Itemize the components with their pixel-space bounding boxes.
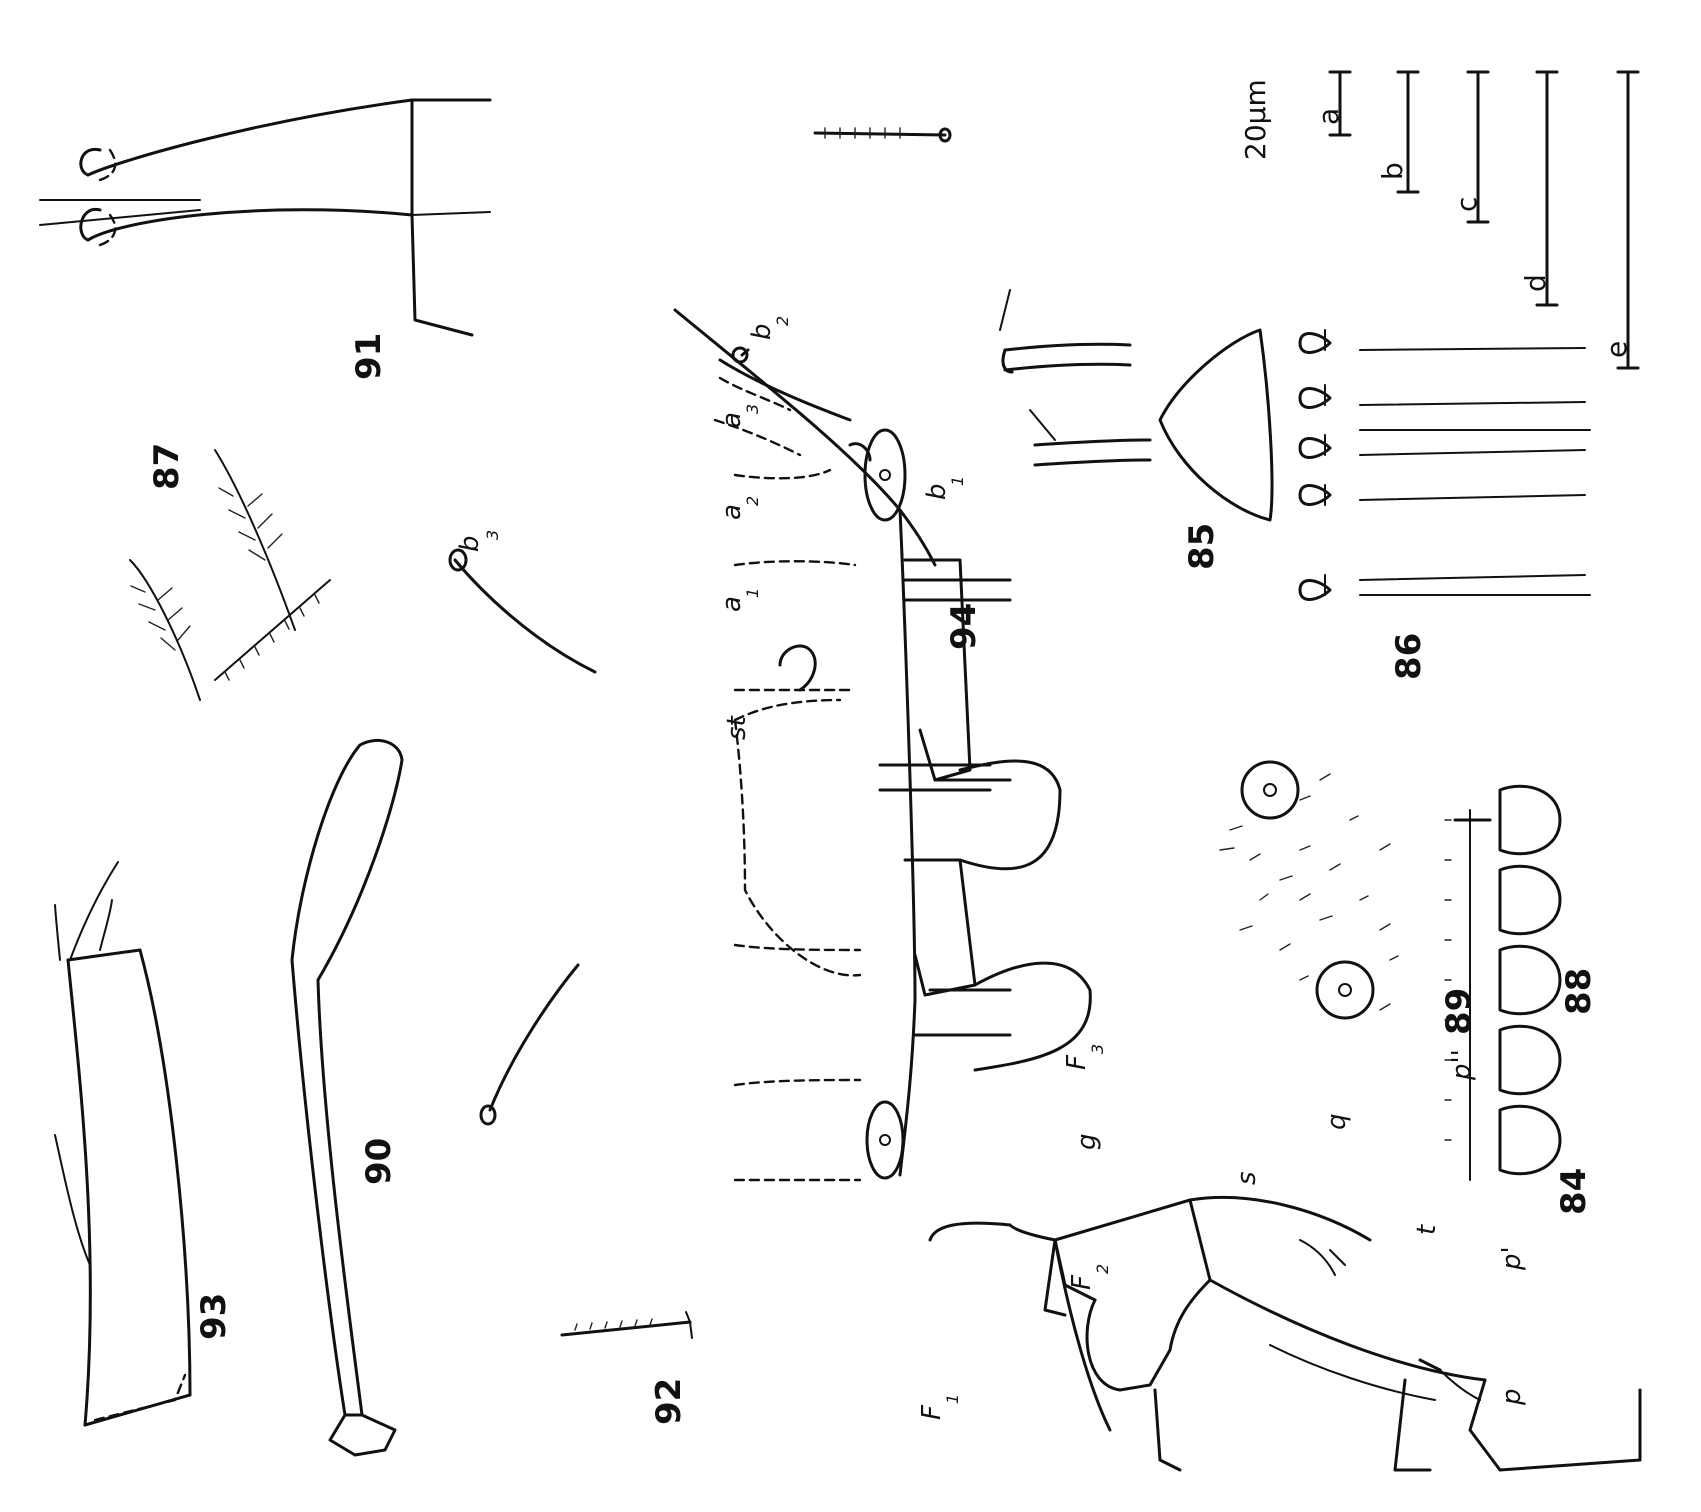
- label-a3-sub: 3: [743, 404, 762, 414]
- barbed-seta-top-right: [813, 127, 952, 143]
- label-a2: a: [717, 504, 747, 520]
- figure-91-number: 91: [349, 333, 389, 380]
- label-t: t: [1412, 1224, 1442, 1235]
- label-b1: b: [922, 483, 952, 500]
- scale-unit: 20μm: [1239, 79, 1272, 160]
- figure-89-number: 89: [1439, 988, 1479, 1035]
- figure-93-number: 93: [194, 1293, 234, 1340]
- figure-92-number: 92: [649, 1378, 689, 1425]
- label-g: g: [1072, 1133, 1102, 1150]
- label-q: q: [1322, 1113, 1352, 1130]
- label-p-double-prime: p'': [1447, 1049, 1477, 1081]
- label-b3-sub: 3: [483, 530, 502, 540]
- seta-lower-left: [479, 963, 580, 1126]
- figure-85-number: 85: [1182, 523, 1222, 570]
- label-st: st: [722, 715, 752, 740]
- figure-84-number: 84: [1554, 1168, 1594, 1215]
- label-s: s: [1232, 1171, 1262, 1185]
- label-b3: b: [455, 535, 485, 552]
- figure-91-drawing: [39, 98, 492, 337]
- figure-92-drawing: [560, 1311, 693, 1339]
- figure-90-drawing: [290, 739, 404, 1457]
- figure-86-number: 86: [1389, 633, 1429, 680]
- figure-85-drawing: [999, 289, 1274, 522]
- scale-bar-d-label: d: [1519, 274, 1552, 292]
- label-F1-sub: 1: [943, 1394, 962, 1404]
- scale-bar-a-label: a: [1312, 108, 1345, 125]
- label-p: p: [1497, 1388, 1527, 1406]
- label-F3-sub: 3: [1088, 1044, 1107, 1054]
- scale-bar-c-label: c: [1450, 197, 1483, 212]
- label-F2: F: [1067, 1274, 1097, 1290]
- label-b1-sub: 1: [948, 476, 967, 486]
- seta-b3: [448, 548, 597, 674]
- label-F3: F: [1062, 1054, 1092, 1070]
- figure-84-drawing: [928, 1195, 1642, 1472]
- figure-94-number: 94: [944, 603, 984, 650]
- figure-87-drawing: [129, 449, 331, 701]
- figure-87-number: 87: [147, 443, 187, 490]
- figure-88-drawing: [1444, 784, 1562, 1181]
- label-p-prime: p': [1497, 1246, 1527, 1271]
- figure-90-number: 90: [359, 1138, 399, 1185]
- figure-93-drawing: [54, 861, 192, 1427]
- scale-bars: [1328, 70, 1640, 370]
- figure-89-drawing: [1219, 760, 1399, 1020]
- figure-94-drawing: [673, 308, 1092, 1182]
- figure-88-number: 88: [1559, 968, 1599, 1015]
- label-F1: F: [917, 1404, 947, 1420]
- label-b2-sub: 2: [773, 316, 792, 326]
- figure-86-drawing: [1298, 329, 1591, 601]
- label-a1-sub: 1: [743, 588, 762, 598]
- label-a1: a: [717, 596, 747, 612]
- scale-bar-e-label: e: [1600, 341, 1633, 358]
- scale-bar-b-label: b: [1376, 162, 1409, 180]
- label-F2-sub: 2: [1093, 1264, 1112, 1274]
- label-a3: a: [717, 412, 747, 428]
- label-a2-sub: 2: [743, 496, 762, 506]
- label-b2: b: [747, 323, 777, 340]
